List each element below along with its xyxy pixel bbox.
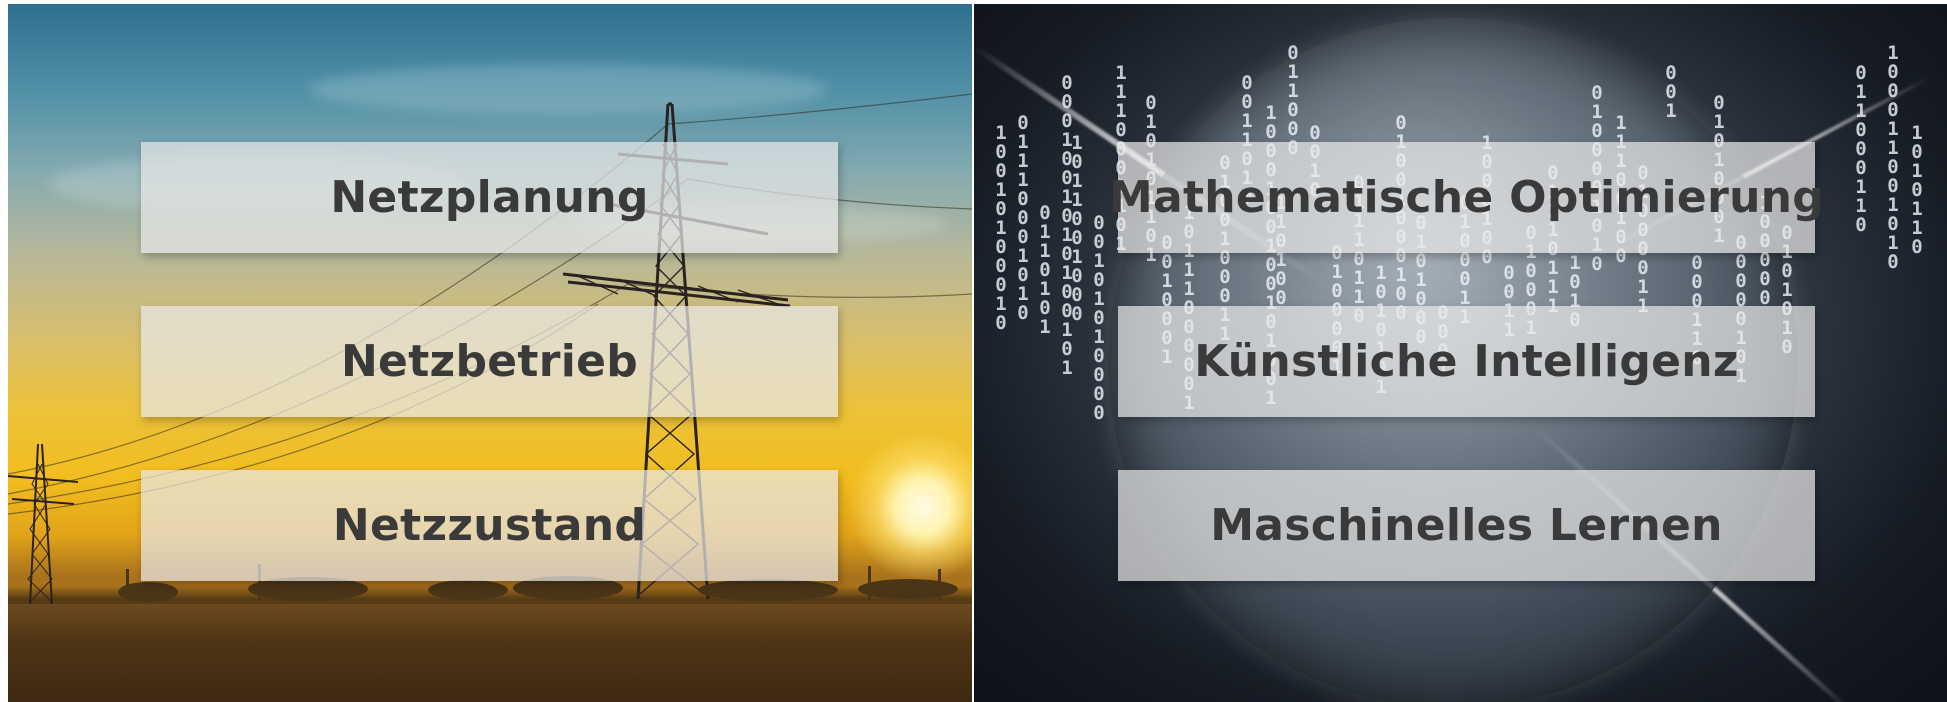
power-pylons-illustration [8, 93, 972, 605]
binary-column: 001 [1665, 62, 1677, 122]
label-text: Netzzustand [332, 500, 647, 551]
label-box-mathematische-optimierung[interactable]: Mathematische Optimierung [1109, 142, 1824, 253]
field [8, 604, 972, 702]
sun [848, 432, 972, 582]
label-text: Netzplanung [330, 172, 649, 223]
label-box-netzbetrieb[interactable]: Netzbetrieb [141, 306, 838, 417]
label-text: Mathematische Optimierung [1108, 172, 1825, 223]
binary-column: 011000110 [1855, 62, 1867, 236]
label-box-kuenstliche-intelligenz[interactable]: Künstliche Intelligenz [1118, 306, 1815, 417]
label-text: Künstliche Intelligenz [1194, 336, 1739, 387]
label-text: Netzbetrieb [340, 336, 639, 387]
label-text: Maschinelles Lernen [1210, 500, 1723, 551]
binary-column: 1011001000 [1071, 132, 1083, 325]
binary-column: 011000 [1287, 42, 1299, 158]
binary-column: 01110001010 [1017, 112, 1029, 324]
binary-column: 100011001010 [1887, 42, 1899, 273]
binary-column: 0001001010100101 [1061, 72, 1073, 379]
label-box-netzzustand[interactable]: Netzzustand [141, 470, 838, 581]
binary-column: 1010110 [1911, 122, 1923, 258]
label-box-netzplanung[interactable]: Netzplanung [141, 142, 838, 253]
cloud [308, 64, 828, 114]
binary-column: 0110101 [1039, 202, 1051, 338]
label-box-maschinelles-lernen[interactable]: Maschinelles Lernen [1118, 470, 1815, 581]
binary-column: 10010100010 [995, 122, 1007, 334]
binary-column: 00101010000 [1093, 212, 1105, 424]
